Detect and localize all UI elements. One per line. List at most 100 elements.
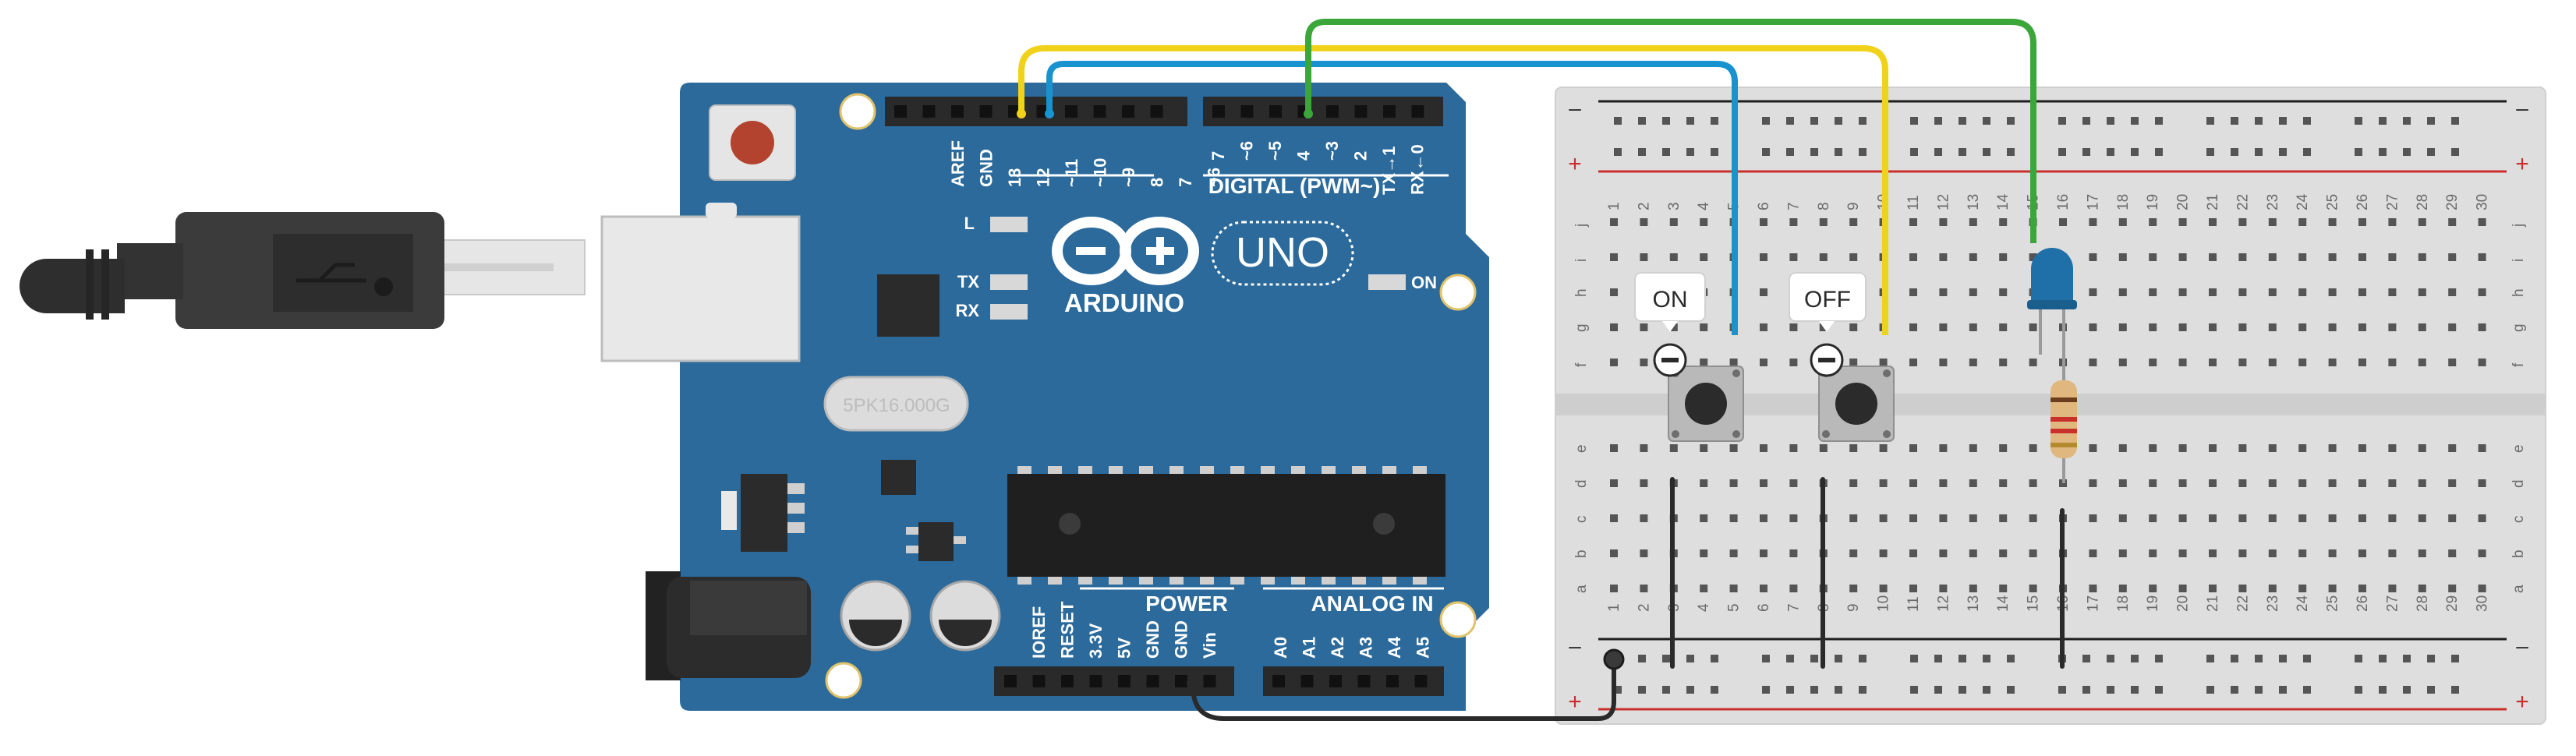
rail-hole[interactable] [1983, 117, 1990, 125]
breadboard-hole[interactable] [1879, 514, 1888, 522]
rail-hole[interactable] [1835, 686, 1842, 694]
rail-hole[interactable] [1762, 148, 1770, 156]
breadboard-hole[interactable] [2298, 585, 2307, 592]
rail-hole[interactable] [1859, 117, 1867, 125]
wire-gnd-to-rail[interactable] [1191, 659, 1616, 721]
breadboard-hole[interactable] [1700, 253, 1708, 261]
breadboard-hole[interactable] [1789, 585, 1798, 592]
breadboard-hole[interactable] [1610, 549, 1618, 557]
rail-hole[interactable] [2355, 655, 2362, 662]
breadboard-hole[interactable] [1939, 288, 1948, 296]
breadboard-hole[interactable] [2448, 323, 2457, 331]
rail-hole[interactable] [2303, 117, 2311, 125]
breadboard-hole[interactable] [1939, 479, 1948, 487]
breadboard-hole[interactable] [2149, 444, 2157, 452]
breadboard-hole[interactable] [2298, 253, 2307, 261]
rail-hole[interactable] [1686, 117, 1694, 125]
breadboard-hole[interactable] [2238, 585, 2247, 592]
breadboard-hole[interactable] [1849, 359, 1858, 366]
rail-hole[interactable] [1711, 655, 1718, 662]
rail-hole[interactable] [2279, 655, 2287, 662]
breadboard-hole[interactable] [2448, 549, 2457, 557]
breadboard-hole[interactable] [1999, 549, 2008, 557]
breadboard-hole[interactable] [2268, 585, 2277, 592]
rail-hole[interactable] [1711, 117, 1718, 125]
header-socket[interactable] [1357, 675, 1371, 687]
breadboard-hole[interactable] [1700, 444, 1708, 452]
breadboard-hole[interactable] [2209, 359, 2217, 366]
breadboard-hole[interactable] [1909, 444, 1917, 452]
breadboard-hole[interactable] [1819, 218, 1828, 226]
breadboard-hole[interactable] [2448, 253, 2457, 261]
rail-hole[interactable] [1910, 686, 1918, 694]
breadboard-hole[interactable] [2388, 479, 2397, 487]
breadboard-hole[interactable] [2418, 253, 2426, 261]
breadboard-hole[interactable] [2238, 514, 2247, 522]
rail-hole[interactable] [1983, 655, 1990, 662]
breadboard-hole[interactable] [2089, 479, 2097, 487]
rail-hole[interactable] [1662, 686, 1670, 694]
breadboard-hole[interactable] [2238, 218, 2247, 226]
resistor[interactable] [2051, 355, 2077, 483]
breadboard-hole[interactable] [1640, 514, 1648, 522]
header-socket[interactable] [1032, 675, 1046, 687]
rail-hole[interactable] [1686, 655, 1694, 662]
breadboard-hole[interactable] [1939, 514, 1948, 522]
push-button-off[interactable] [1818, 366, 1895, 442]
breadboard-hole[interactable] [1789, 514, 1798, 522]
breadboard-hole[interactable] [2388, 549, 2397, 557]
breadboard-hole[interactable] [1819, 253, 1828, 261]
breadboard-hole[interactable] [2238, 253, 2247, 261]
breadboard-hole[interactable] [2178, 514, 2187, 522]
breadboard-hole[interactable] [2388, 253, 2397, 261]
breadboard-hole[interactable] [1700, 218, 1708, 226]
breadboard-hole[interactable] [2478, 218, 2486, 226]
breadboard-hole[interactable] [2118, 359, 2127, 366]
breadboard-hole[interactable] [2178, 253, 2187, 261]
rail-hole[interactable] [2155, 686, 2163, 694]
breadboard-hole[interactable] [2029, 514, 2037, 522]
header-socket[interactable] [1089, 675, 1102, 687]
rail-hole[interactable] [1638, 148, 1646, 156]
breadboard-hole[interactable] [2209, 288, 2217, 296]
breadboard-hole[interactable] [2298, 549, 2307, 557]
rail-hole[interactable] [1638, 686, 1646, 694]
rail-hole[interactable] [1859, 655, 1867, 662]
breadboard-hole[interactable] [1729, 479, 1738, 487]
rail-hole[interactable] [1959, 655, 1966, 662]
rail-hole[interactable] [2355, 117, 2362, 125]
header-socket[interactable] [1329, 675, 1342, 687]
breadboard-hole[interactable] [1610, 514, 1618, 522]
breadboard-hole[interactable] [1640, 253, 1648, 261]
rail-hole[interactable] [1934, 686, 1942, 694]
rail-hole[interactable] [2279, 148, 2287, 156]
breadboard-hole[interactable] [1729, 359, 1738, 366]
breadboard-hole[interactable] [2178, 585, 2187, 592]
breadboard-hole[interactable] [2328, 218, 2337, 226]
breadboard-hole[interactable] [2268, 253, 2277, 261]
rail-hole[interactable] [2082, 686, 2090, 694]
rail-hole[interactable] [2255, 686, 2263, 694]
rail-hole[interactable] [2355, 148, 2362, 156]
breadboard-hole[interactable] [2238, 359, 2247, 366]
rail-hole[interactable] [2403, 686, 2411, 694]
breadboard-hole[interactable] [2358, 323, 2366, 331]
header-socket[interactable] [1118, 675, 1131, 687]
rail-hole[interactable] [2107, 148, 2114, 156]
breadboard-hole[interactable] [2388, 585, 2397, 592]
breadboard-hole[interactable] [1640, 549, 1648, 557]
breadboard-hole[interactable] [2149, 288, 2157, 296]
rail-hole[interactable] [2303, 148, 2311, 156]
rail-hole[interactable] [2279, 686, 2287, 694]
breadboard-hole[interactable] [2268, 549, 2277, 557]
rail-hole[interactable] [1959, 686, 1966, 694]
breadboard-hole[interactable] [1610, 444, 1618, 452]
breadboard-hole[interactable] [2118, 253, 2127, 261]
rail-hole[interactable] [1835, 148, 1842, 156]
breadboard-hole[interactable] [1939, 323, 1948, 331]
rail-hole[interactable] [2427, 655, 2435, 662]
breadboard-hole[interactable] [2448, 514, 2457, 522]
breadboard-hole[interactable] [1729, 444, 1738, 452]
breadboard-hole[interactable] [1760, 288, 1767, 296]
breadboard-hole[interactable] [2089, 323, 2097, 331]
